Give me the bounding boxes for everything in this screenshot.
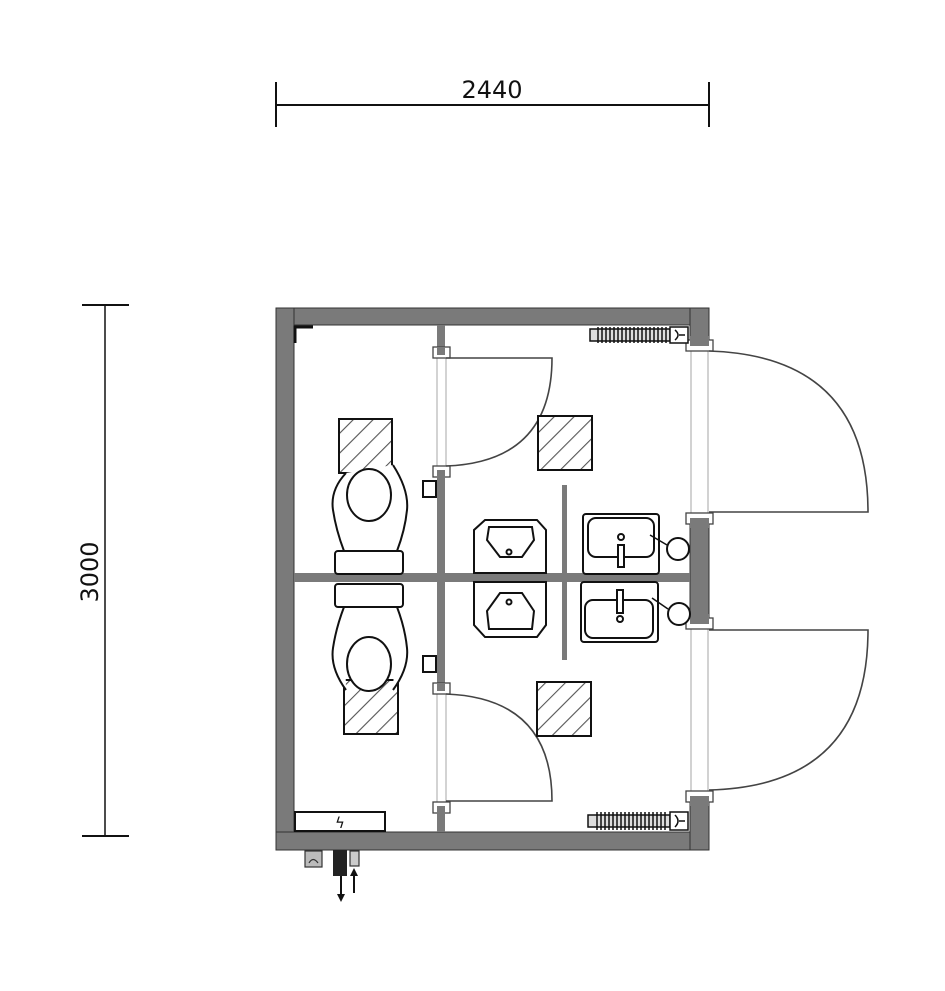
cubicle-partition xyxy=(437,325,445,832)
floor-drain-upper-cubicle xyxy=(338,418,393,474)
washroom-divider xyxy=(562,485,567,660)
washbasin-upper xyxy=(582,513,690,575)
lightning-icon: ϟ xyxy=(335,814,345,832)
center-partition xyxy=(294,573,690,582)
utility-connections xyxy=(304,850,360,902)
drain-outlet-icon xyxy=(333,850,347,876)
urinal-upper xyxy=(473,519,547,574)
height-label: 3000 xyxy=(76,541,104,602)
entrance-door-upper[interactable] xyxy=(708,350,869,513)
cubicle-door-upper[interactable] xyxy=(445,357,553,467)
exterior-door-frames xyxy=(690,350,709,796)
entrance-door-lower[interactable] xyxy=(708,629,869,791)
width-label: 2440 xyxy=(461,76,522,104)
corner-marker xyxy=(293,325,313,343)
height-dimension: 3000 xyxy=(76,304,129,837)
washbasin-lower xyxy=(580,581,691,643)
floor-drain-upper-washroom xyxy=(537,415,593,471)
water-inlet-icon xyxy=(349,850,360,867)
cubicle-door-lower[interactable] xyxy=(445,693,553,802)
paper-holder-lower xyxy=(422,655,437,673)
toilet-lower xyxy=(331,583,409,692)
door-jambs xyxy=(432,336,714,814)
cubicle-door-frames xyxy=(436,358,447,803)
radiator-upper xyxy=(589,326,689,344)
toilet-upper xyxy=(331,464,409,575)
paper-holder-upper xyxy=(422,480,437,498)
width-dimension: 2440 xyxy=(275,76,710,127)
floor-drain-lower-washroom xyxy=(536,681,592,737)
electrical-panel: ϟ xyxy=(294,811,386,832)
radiator-lower xyxy=(587,811,689,831)
urinal-lower xyxy=(473,581,547,638)
